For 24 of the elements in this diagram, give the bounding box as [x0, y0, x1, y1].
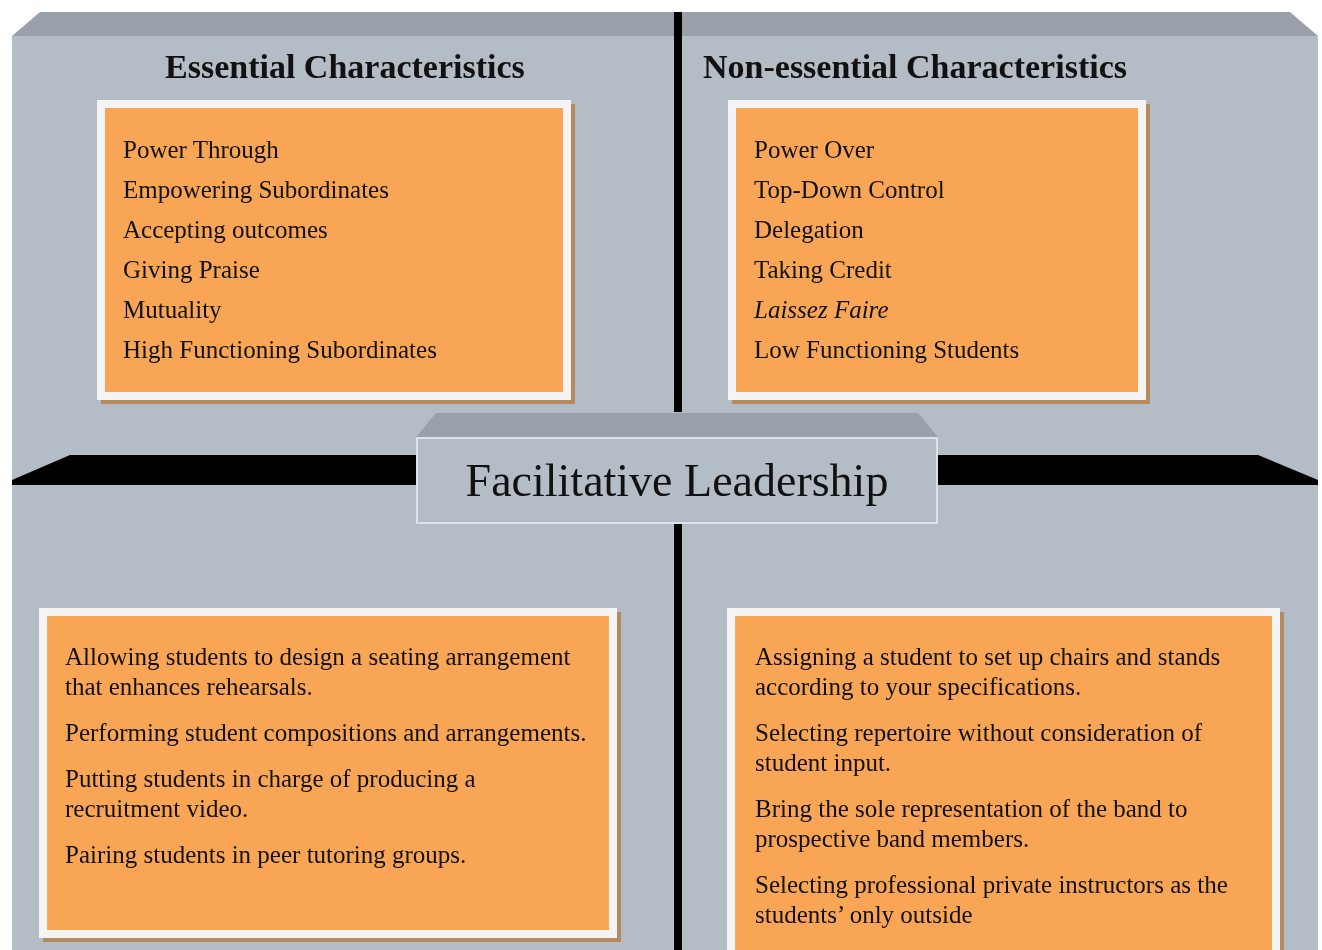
example-text: Performing student compositions and arrangements.	[65, 718, 588, 748]
column-heading: Essential Characteristics	[165, 48, 525, 86]
list-item: Power Over	[754, 135, 876, 165]
example-text: Pairing students in peer tutoring groups.	[65, 840, 468, 870]
list-item: Accepting outcomes	[123, 215, 329, 245]
list-item: Giving Praise	[123, 255, 261, 285]
list-item: Mutuality	[123, 295, 223, 325]
column-heading: Non-essential Characteristics	[703, 48, 1127, 86]
example-text: Selecting professional private instructors as the students’ only outside	[755, 870, 1229, 930]
list-item: Laissez Faire	[754, 295, 890, 325]
list-item: Delegation	[754, 215, 865, 245]
example-text: Bring the sole representation of the band to prospective band members.	[755, 794, 1189, 854]
list-item: Power Through	[123, 135, 280, 165]
list-item: Low Functioning Students	[754, 335, 1021, 365]
example-text: Putting students in charge of producing a recruitment video.	[65, 764, 477, 824]
example-text: Selecting repertoire without consideration of student input.	[755, 718, 1204, 778]
title-box	[416, 437, 938, 524]
list-item: Taking Credit	[754, 255, 893, 285]
title-text: Facilitative Leadership	[465, 454, 889, 507]
list-item: Top-Down Control	[754, 175, 946, 205]
example-text: Assigning a student to set up chairs and stands according to your specifications.	[755, 642, 1222, 702]
example-text: Allowing students to design a seating arrangement that enhances rehearsals.	[65, 642, 572, 702]
list-item: Empowering Subordinates	[123, 175, 390, 205]
list-item: High Functioning Subordinates	[123, 335, 438, 365]
